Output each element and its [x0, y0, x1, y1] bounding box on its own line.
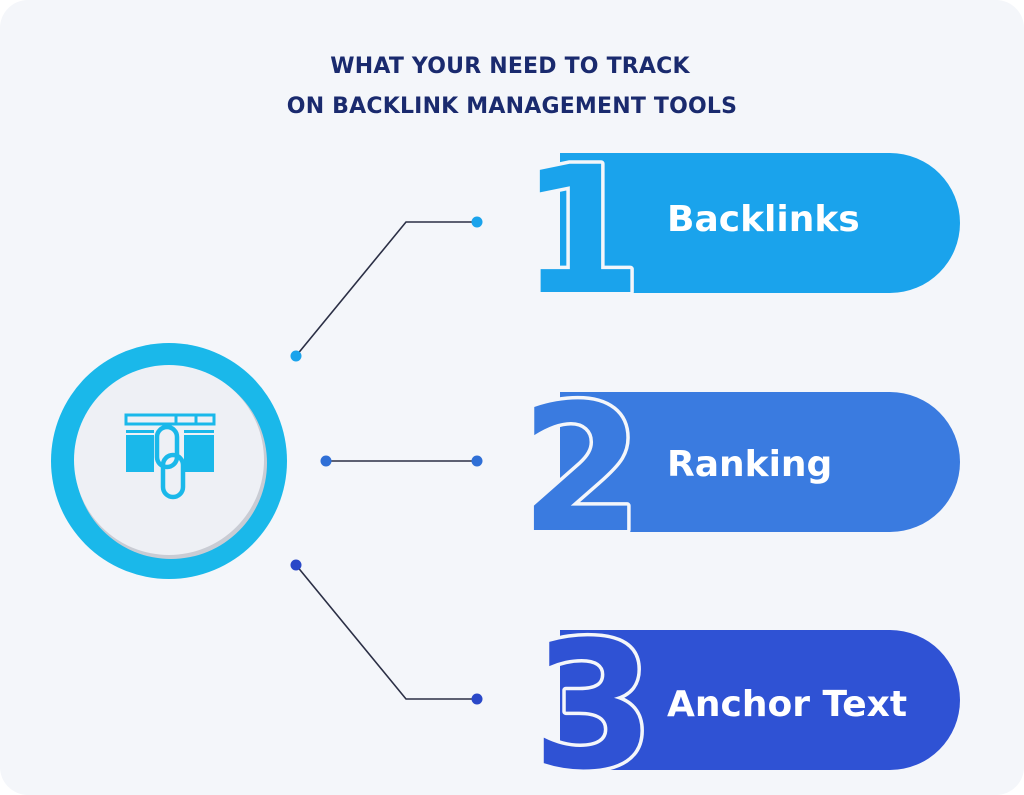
- step-item-2: 2 Ranking: [517, 364, 960, 576]
- step-pill-2: [560, 392, 960, 532]
- step-label-3: Anchor Text: [667, 684, 907, 725]
- hub-dot-1: [290, 350, 302, 362]
- title-line-1: WHAT YOUR NEED TO TRACK: [330, 54, 690, 79]
- step-item-1: 1 Backlinks: [517, 126, 960, 338]
- step-item-3: 3 Anchor Text: [529, 601, 960, 795]
- step-pill-1: [560, 153, 960, 293]
- connector-dots: [290, 216, 483, 705]
- step-label-2: Ranking: [667, 444, 832, 485]
- hub-inner: [74, 365, 264, 555]
- hub-dot-3: [290, 559, 302, 571]
- step-number-3: 3: [532, 604, 654, 795]
- hub-circle: [51, 343, 287, 579]
- step-label-1: Backlinks: [667, 199, 860, 240]
- steps: 1 Backlinks 2 Ranking 3 Anchor Text: [517, 126, 960, 795]
- connector-lines: [295, 221, 477, 700]
- chain-link-icon: [124, 413, 216, 500]
- step-pill-3: [560, 630, 960, 770]
- step-number-1: 1: [520, 129, 642, 334]
- hub-dot-2: [320, 455, 332, 467]
- step-dot-1: [471, 216, 483, 228]
- step-dot-3: [471, 693, 483, 705]
- title-line-2: ON BACKLINK MANAGEMENT TOOLS: [287, 94, 737, 119]
- step-number-2: 2: [520, 367, 642, 572]
- connector-line-3: [295, 564, 477, 700]
- step-dot-2: [471, 455, 483, 467]
- connector-line-1: [295, 221, 477, 357]
